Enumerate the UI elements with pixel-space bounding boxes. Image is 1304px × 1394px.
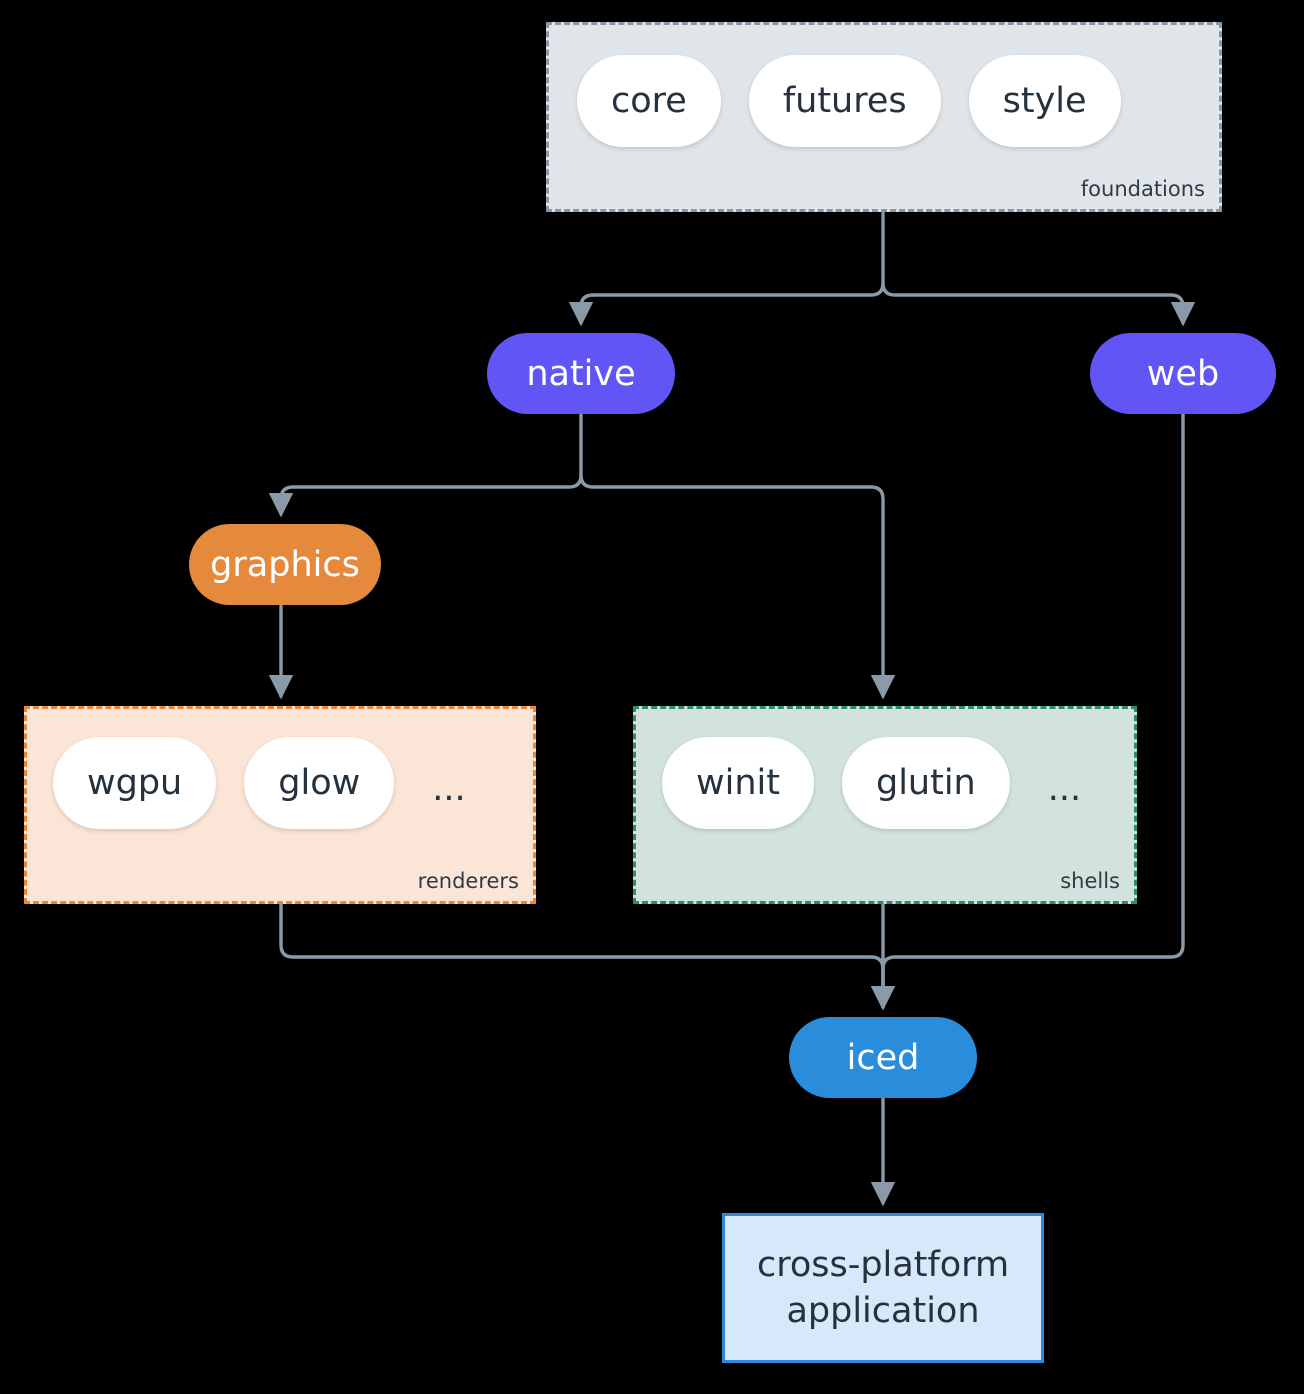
edge-foundations-native (568, 211, 885, 327)
group-renderers: wgpu glow ... renderers (24, 706, 536, 904)
node-native[interactable]: native (487, 333, 675, 414)
shells-pill-row: winit glutin ... (662, 737, 1085, 829)
group-shells: winit glutin ... shells (633, 706, 1137, 904)
group-label-foundations: foundations (1080, 177, 1205, 201)
node-iced[interactable]: iced (789, 1017, 977, 1098)
pill-winit[interactable]: winit (662, 737, 814, 829)
edge-native-shells (579, 473, 896, 700)
node-graphics[interactable]: graphics (189, 524, 381, 605)
pill-wgpu[interactable]: wgpu (53, 737, 217, 829)
pill-glutin[interactable]: glutin (841, 737, 1010, 829)
group-label-renderers: renderers (417, 869, 519, 893)
shells-more-ellipsis: ... (1047, 768, 1082, 809)
renderers-pill-row: wgpu glow ... (53, 737, 470, 829)
node-cross-platform-application[interactable]: cross-platform application (722, 1213, 1044, 1363)
application-label-line2: application (786, 1291, 980, 1331)
edge-native-graphics (268, 412, 583, 518)
renderers-more-ellipsis: ... (432, 768, 466, 809)
group-foundations: core futures style foundations (546, 22, 1222, 212)
pill-style[interactable]: style (968, 55, 1121, 147)
pill-glow[interactable]: glow (244, 737, 395, 829)
pill-core[interactable]: core (577, 55, 721, 147)
application-label-line1: cross-platform (756, 1244, 1010, 1285)
edge-renderers-iced (279, 902, 896, 1011)
pill-futures[interactable]: futures (748, 55, 941, 147)
group-label-shells: shells (1060, 869, 1120, 893)
node-web[interactable]: web (1090, 333, 1276, 414)
edge-foundations-web (881, 281, 1196, 327)
foundations-pill-row: core futures style (577, 55, 1121, 147)
